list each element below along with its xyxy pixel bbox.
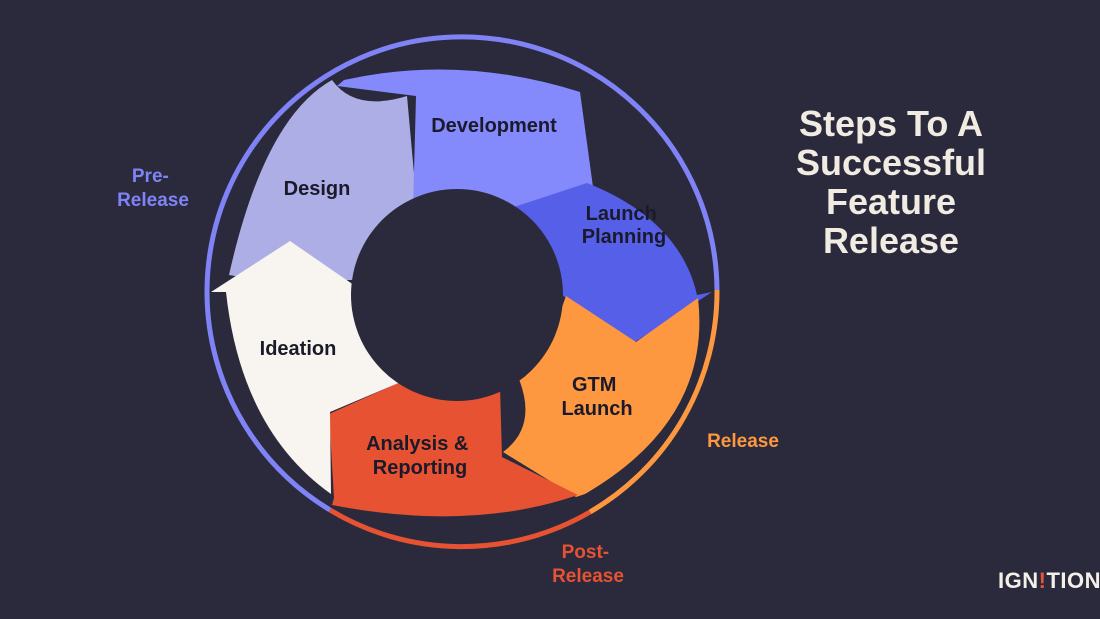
post-release-phase-ring [328, 507, 592, 550]
phase-label-release: Release [707, 431, 779, 452]
step-label-development: Development [431, 115, 557, 137]
step-label-design: Design [284, 178, 351, 200]
phase-label-post-release: Post- Release [552, 542, 624, 587]
phase-label-pre-release: Pre- Release [117, 166, 189, 211]
design-segment [229, 80, 417, 280]
analysis-reporting-segment [329, 379, 578, 517]
launch-planning-segment [514, 183, 712, 342]
logo-text-end: TION [1046, 568, 1100, 593]
page-title: Steps To A Successful Feature Release [760, 104, 1022, 260]
development-segment [337, 69, 593, 210]
step-label-ideation: Ideation [260, 338, 337, 360]
title-line: Feature [825, 181, 957, 222]
title-line: Successful [795, 142, 987, 183]
logo-mark: ! [1038, 568, 1047, 593]
step-label-gtm-launch: GTM Launch [561, 374, 632, 420]
ignition-logo: IGN!TION [998, 568, 1100, 594]
step-label-launch-planning: Launch Planning [582, 203, 666, 248]
title-line: Release [822, 220, 960, 261]
gtm-launch-segment [503, 296, 700, 497]
title-line: Steps To A [798, 103, 983, 144]
logo-text-start: IGN [998, 568, 1039, 593]
cycle-center [351, 189, 563, 401]
release-phase-ring [588, 289, 720, 515]
pre-release-phase-ring [204, 34, 720, 513]
step-label-analysis-reporting: Analysis & Reporting [366, 433, 474, 479]
